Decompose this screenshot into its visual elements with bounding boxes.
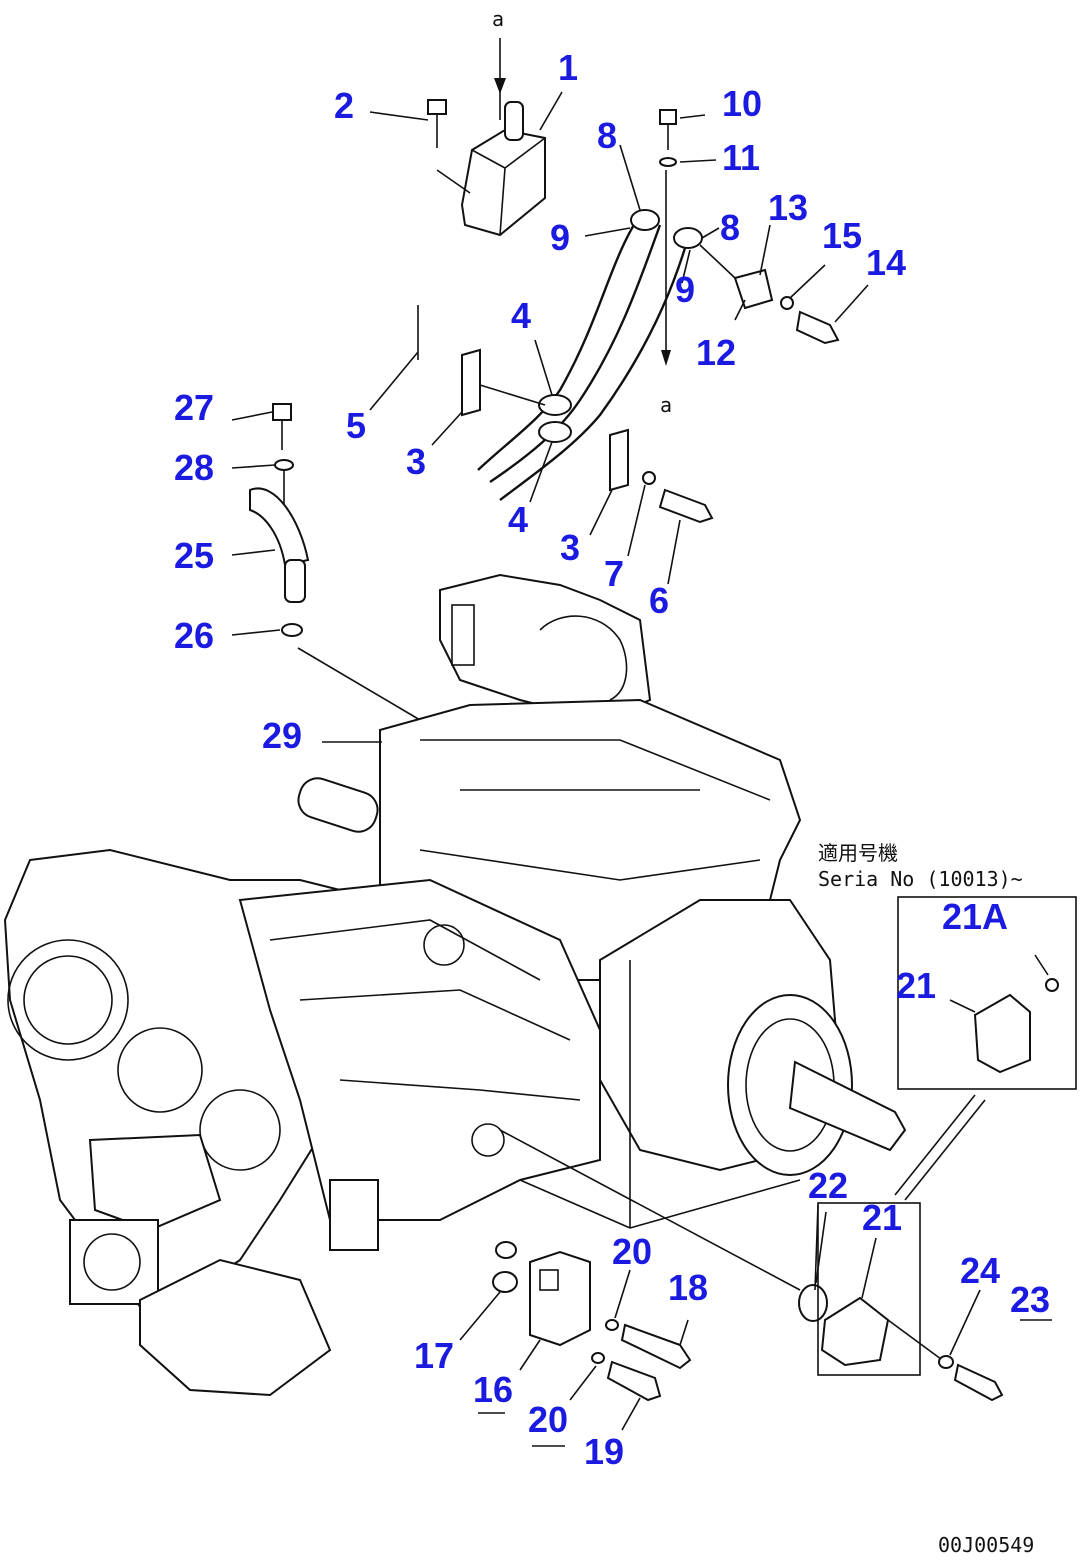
bolt-part-6 <box>658 488 714 524</box>
serial-note-jp: 適用号機 <box>818 841 898 865</box>
hose-upper <box>477 214 641 471</box>
callout-19: 19 <box>584 1431 624 1472</box>
washer-part-15 <box>780 296 794 310</box>
washer-part-28 <box>274 459 294 471</box>
clamp-part-4 <box>538 394 572 416</box>
pipe-part-25 <box>249 487 310 567</box>
pump-flange <box>69 1219 159 1305</box>
mount-part-21-inset <box>973 993 1031 1074</box>
callout-4: 4 <box>511 295 531 336</box>
reference-mark-top: a <box>492 7 504 31</box>
callout-23: 23 <box>1010 1279 1050 1320</box>
washer-part-11 <box>659 157 677 167</box>
pump-lower <box>139 1258 332 1397</box>
output-shaft <box>788 1060 907 1152</box>
serial-note-number: Seria No (10013)~ <box>818 867 1023 891</box>
callout-14: 14 <box>866 242 906 283</box>
output-flange <box>727 994 853 1176</box>
plug-part-17 <box>492 1271 518 1293</box>
callout-12: 12 <box>696 332 736 373</box>
bolt-part-2 <box>427 99 447 115</box>
callout-21: 21 <box>896 965 936 1006</box>
callout-13: 13 <box>768 187 808 228</box>
input-shaft <box>297 777 379 833</box>
clamp-part-8 <box>630 209 660 231</box>
inset-box <box>897 896 1077 1090</box>
callout-4: 4 <box>508 499 528 540</box>
callout-1: 1 <box>558 47 578 88</box>
washer-part-24 <box>938 1355 954 1369</box>
callout-28: 28 <box>174 447 214 488</box>
clamp-part-12 <box>733 268 774 310</box>
spacer-part-22 <box>798 1284 828 1322</box>
callout-2: 2 <box>334 85 354 126</box>
callout-26: 26 <box>174 615 214 656</box>
callout-7: 7 <box>604 553 624 594</box>
callout-8: 8 <box>597 115 617 156</box>
callout-leaders <box>231 91 981 1447</box>
callout-labels: 1 2 3 3 4 4 5 6 7 8 8 9 9 10 11 12 13 14… <box>174 47 1050 1472</box>
callout-6: 6 <box>649 580 669 621</box>
serial-inset <box>897 896 1077 1090</box>
callout-17: 17 <box>414 1335 454 1376</box>
callout-9: 9 <box>550 217 570 258</box>
mount-part-21 <box>820 1296 890 1367</box>
bracket-part-16 <box>529 1250 591 1347</box>
callout-16: 16 <box>473 1369 513 1410</box>
upper-mount-assembly <box>417 38 840 524</box>
callout-15: 15 <box>822 215 862 256</box>
bolt-part-10 <box>659 109 677 125</box>
callout-21A: 21A <box>942 896 1008 937</box>
valve-body <box>439 573 652 722</box>
callout-22: 22 <box>808 1165 848 1206</box>
bolt-part-14 <box>795 310 840 345</box>
callout-27: 27 <box>174 387 214 428</box>
callout-11: 11 <box>722 137 760 178</box>
callout-20: 20 <box>528 1399 568 1440</box>
washer-part-7 <box>642 471 656 485</box>
drawing-code: 00J00549 <box>938 1533 1034 1557</box>
bolt-part-23 <box>953 1363 1004 1402</box>
plate-part-3 <box>461 348 481 417</box>
transmission-assembly <box>3 573 986 1397</box>
bolt-part-19 <box>606 1360 662 1402</box>
bolt-part-27 <box>272 403 292 421</box>
inset-frame-21 <box>817 1202 921 1376</box>
callout-18: 18 <box>668 1267 708 1308</box>
pump-upper <box>88 1133 222 1232</box>
callout-21: 21 <box>862 1197 902 1238</box>
washer-part-20 <box>605 1319 619 1331</box>
callout-9: 9 <box>675 269 695 310</box>
bolt-part-18 <box>620 1323 692 1370</box>
callout-8: 8 <box>720 207 740 248</box>
callout-5: 5 <box>346 405 366 446</box>
nut-part-21A <box>1045 978 1059 992</box>
lower-mount-assembly <box>492 1202 1052 1402</box>
callout-29: 29 <box>262 715 302 756</box>
callout-24: 24 <box>960 1250 1000 1291</box>
oring-part-26 <box>281 623 303 637</box>
callout-10: 10 <box>722 83 762 124</box>
callout-3: 3 <box>560 527 580 568</box>
reference-mark-bottom: a <box>660 393 672 417</box>
callout-3: 3 <box>406 441 426 482</box>
reference-arrow-head <box>494 78 506 94</box>
callout-20: 20 <box>612 1231 652 1272</box>
callout-25: 25 <box>174 535 214 576</box>
